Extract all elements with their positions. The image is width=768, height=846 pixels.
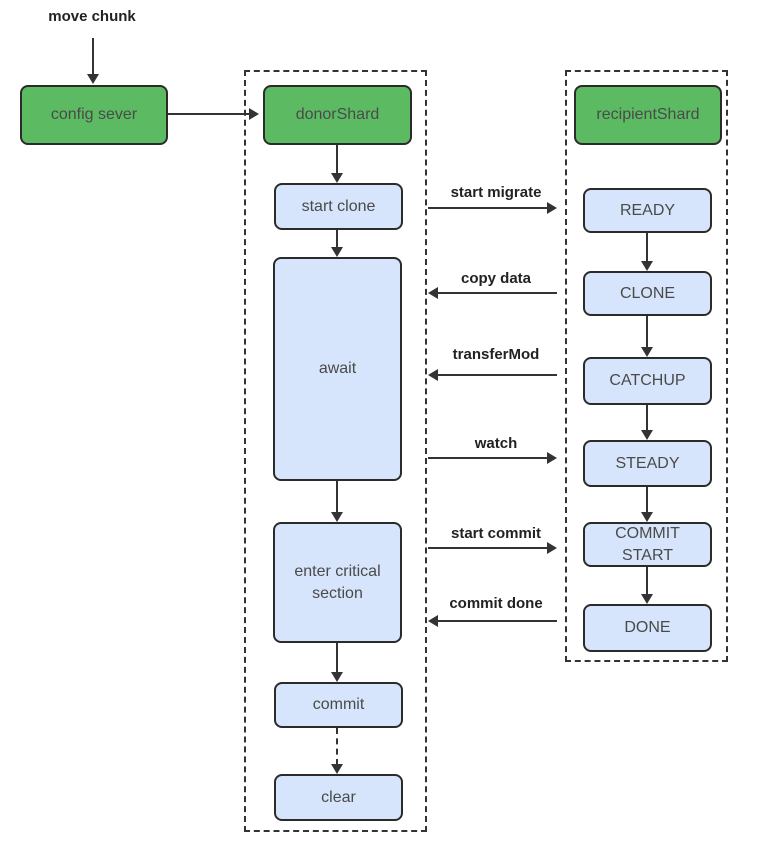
arrow-shaft [438,620,557,622]
arrow-shaft [646,316,648,347]
recipient-shard-node: recipientShard [574,85,722,145]
message-start-migrate-label: start migrate [450,184,542,201]
arrow-head [428,287,438,299]
arrow-shaft [168,113,249,115]
enter-critical-section-node: enter critical section [273,522,402,643]
recipient-shard-container [565,70,728,662]
arrow-shaft [336,643,338,673]
arrow-head [641,261,653,271]
arrow-shaft [438,374,557,376]
arrow-shaft [646,405,648,430]
arrow-head [547,202,557,214]
arrow-head [641,512,653,522]
arrow-shaft [646,487,648,512]
arrow-head [331,247,343,257]
arrow-shaft [336,230,338,250]
arrow-shaft [92,38,94,75]
await-node: await [273,257,402,481]
arrow-shaft [428,457,547,459]
arrow-shaft [438,292,557,294]
arrow-shaft [336,481,338,513]
state-done-node: DONE [583,604,712,652]
message-transfermod-label: transferMod [452,346,540,363]
clear-node: clear [274,774,403,821]
donor-shard-container [244,70,427,832]
message-watch-label: watch [474,435,518,452]
state-steady-node: STEADY [583,440,712,487]
arrow-head [547,452,557,464]
message-commit-done-label: commit done [449,595,543,612]
arrow-shaft [646,567,648,594]
commit-node: commit [274,682,403,728]
message-start-commit-label: start commit [450,525,542,542]
config-server-node: config sever [20,85,168,145]
arrow-head [87,74,99,84]
arrow-head [428,369,438,381]
arrow-head [331,173,343,183]
arrow-shaft [646,233,648,262]
state-catchup-node: CATCHUP [583,357,712,405]
arrow-head [249,108,259,120]
state-commit-start-label: COMMIT START [615,524,680,564]
arrow-head [547,542,557,554]
arrow-head [331,764,343,774]
arrow-head [331,672,343,682]
arrow-head [428,615,438,627]
state-commit-start-node: COMMIT START [583,522,712,567]
message-copy-data-label: copy data [460,270,532,287]
dashed-arrow-shaft [336,728,338,765]
arrow-head [331,512,343,522]
arrow-head [641,594,653,604]
state-clone-node: CLONE [583,271,712,316]
arrow-shaft [428,207,547,209]
arrow-head [641,347,653,357]
donor-shard-node: donorShard [263,85,412,145]
move-chunk-label: move chunk [48,8,136,25]
arrow-head [641,430,653,440]
arrow-shaft [336,145,338,175]
arrow-shaft [428,547,547,549]
state-ready-node: READY [583,188,712,233]
start-clone-node: start clone [274,183,403,230]
